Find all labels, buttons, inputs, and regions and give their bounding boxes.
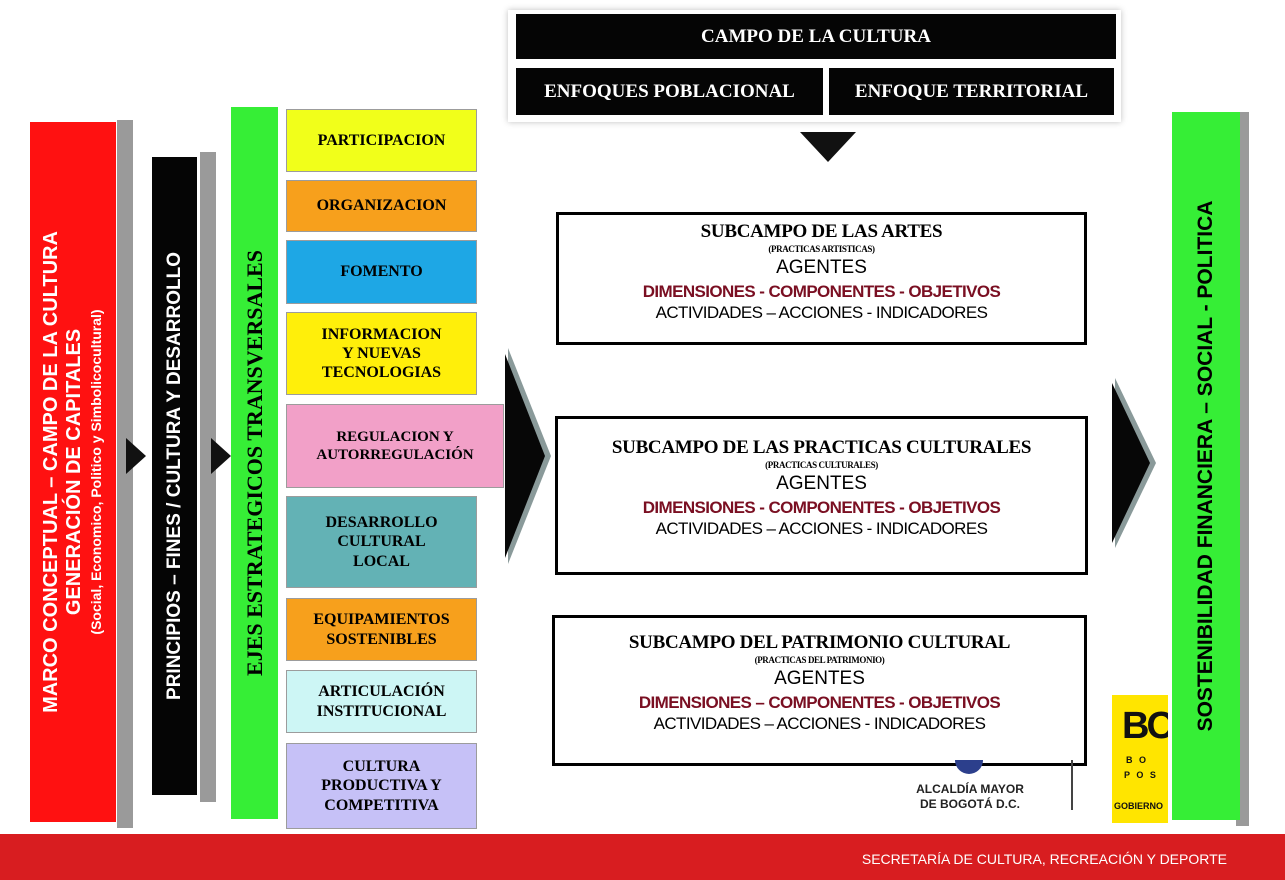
subcampo-actividades: ACTIVIDADES – ACCIONES - INDICADORES [655,303,988,322]
footer-text: SECRETARÍA DE CULTURA, RECREACIÓN Y DEPO… [861,851,1227,867]
marco-shadow [117,120,133,828]
bogota-small-2: P O S [1124,770,1158,780]
subcampo-subtitle: (PRACTICAS DEL PATRIMONIO) [754,655,885,665]
principios-text: PRINCIPIOS – FINES / CULTURA Y DESARROLL… [163,252,185,700]
subcampo-subtitle: (PRACTICAS CULTURALES) [765,460,878,470]
footer-bar: SECRETARÍA DE CULTURA, RECREACIÓN Y DEPO… [0,834,1285,880]
gobierno-text: GOBIERNO [1114,801,1164,811]
subcampo-agentes: AGENTES [776,257,867,278]
subcampo-actividades: ACTIVIDADES – ACCIONES - INDICADORES [653,714,986,733]
enfoque-territorial-header: ENFOQUE TERRITORIAL [829,68,1114,115]
sostenibilidad-bar: SOSTENIBILIDAD FINANCIERA – SOCIAL - POL… [1172,112,1240,820]
alcaldia-logo: ALCALDÍA MAYOR DE BOGOTÁ D.C. [900,782,1040,812]
right-arrow-small-icon-2 [211,438,231,474]
down-arrow-icon [800,132,856,162]
escudo-icon [955,760,983,774]
subcampo-patrimonio: SUBCAMPO DEL PATRIMONIO CULTURAL (PRACTI… [552,615,1087,766]
eje-participacion: PARTICIPACION [286,109,477,172]
alcaldia-line-1: ALCALDÍA MAYOR [916,782,1024,796]
subcampo-title: SUBCAMPO DE LAS PRACTICAS CULTURALES [611,437,1032,458]
subcampo-subtitle: (PRACTICAS ARTISTICAS) [768,244,875,254]
marco-line-3: (Social, Economico, Politico y Simbolico… [88,309,104,635]
alcaldia-line-2: DE BOGOTÁ D.C. [919,797,1020,811]
eje-fomento: FOMENTO [286,240,477,304]
subcampo-agentes: AGENTES [776,473,867,494]
subcampo-title: SUBCAMPO DE LAS ARTES [700,221,943,242]
subcampo-actividades: ACTIVIDADES – ACCIONES - INDICADORES [655,519,988,538]
marco-line-1: MARCO CONCEPTUAL – CAMPO DE LA CULTURA [40,231,62,713]
subcampo-agentes: AGENTES [774,668,865,689]
subcampo-practicas-culturales: SUBCAMPO DE LAS PRACTICAS CULTURALES (PR… [555,416,1088,575]
ejes-title-bar: EJES ESTRATEGICOS TRANSVERSALES [231,107,278,819]
sostenibilidad-text: SOSTENIBILIDAD FINANCIERA – SOCIAL - POL… [1194,200,1217,732]
right-arrow-large-icon [1112,378,1156,548]
bogota-mark: BO [1122,705,1168,747]
subcampo-dimensiones: DIMENSIONES - COMPONENTES - OBJETIVOS [642,498,1001,517]
subcampo-title: SUBCAMPO DEL PATRIMONIO CULTURAL [628,632,1011,653]
eje-organizacion: ORGANIZACION [286,180,477,232]
enfoque-poblacional-header: ENFOQUES POBLACIONAL [516,68,823,115]
bogota-logo: BO B O P O S GOBIERNO [1112,695,1168,823]
ejes-title-text: EJES ESTRATEGICOS TRANSVERSALES [241,250,267,676]
marco-conceptual-bar: MARCO CONCEPTUAL – CAMPO DE LA CULTURA G… [30,122,116,822]
bogota-small-1: B O [1126,755,1149,765]
subcampo-dimensiones: DIMENSIONES - COMPONENTES - OBJETIVOS [642,282,1001,301]
principios-shadow [200,152,216,802]
logo-divider [1071,760,1073,810]
subcampo-dimensiones: DIMENSIONES – COMPONENTES - OBJETIVOS [638,693,1001,712]
principios-bar: PRINCIPIOS – FINES / CULTURA Y DESARROLL… [152,157,197,795]
subcampo-artes: SUBCAMPO DE LAS ARTES (PRACTICAS ARTISTI… [556,212,1087,345]
campo-cultura-header: CAMPO DE LA CULTURA [516,14,1116,59]
big-right-arrow-icon [505,348,551,564]
marco-line-2: GENERACIÓN DE CAPITALES [63,328,85,616]
right-arrow-small-icon [126,438,146,474]
